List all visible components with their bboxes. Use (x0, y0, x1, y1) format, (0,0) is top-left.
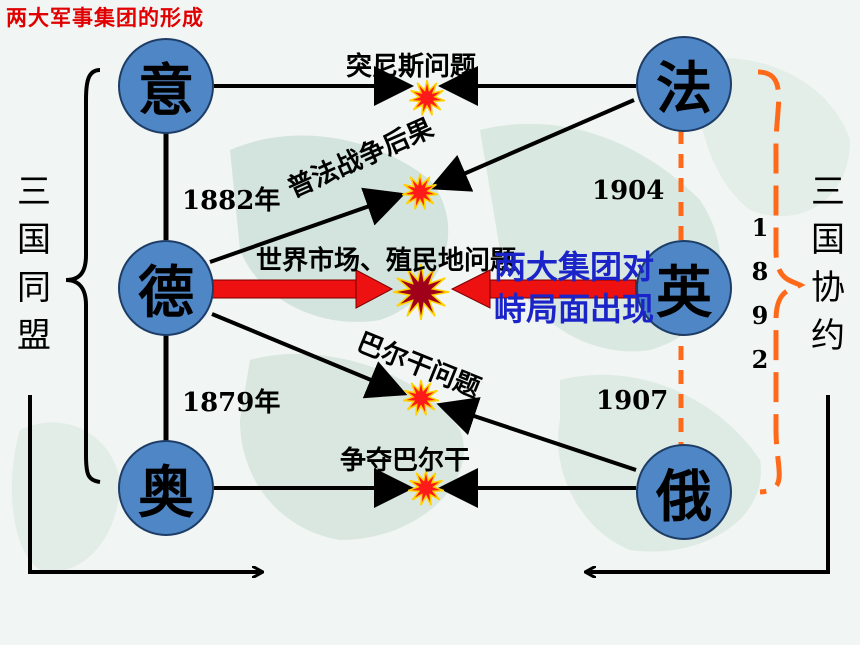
node-britain: 英 (636, 240, 732, 336)
year-1892-digit: 8 (751, 257, 769, 286)
burst-tunisia (408, 79, 446, 116)
node-russia: 俄 (636, 444, 732, 540)
overlay-conclusion: 两大集团对 峙局面出现 (494, 246, 654, 330)
alliance-flow-arrow (28, 395, 262, 572)
year-1879: 1879年 (182, 388, 281, 418)
page-title: 两大军事集团的形成 (6, 6, 204, 30)
year-1892-vertical: 1 8 9 2 (748, 206, 772, 382)
alliance-bracket (65, 68, 101, 484)
entente-char: 约 (811, 316, 845, 356)
alliance-char: 三 (17, 172, 51, 212)
year-1892-digit: 2 (751, 345, 769, 374)
overlay-line-1: 两大集团对 (494, 248, 655, 286)
alliance-char: 盟 (17, 316, 51, 356)
arrow-france-consequence (428, 98, 635, 192)
entente-char: 三 (811, 172, 845, 212)
burst-balkan-issue (402, 379, 440, 416)
node-france: 法 (636, 36, 732, 132)
overlay-line-2: 峙局面出现 (494, 290, 655, 328)
node-austria: 奥 (118, 440, 214, 536)
arrow-germany-balkan (211, 312, 408, 399)
arrow-germany-consequence (209, 187, 406, 264)
burst-contest-balkan (407, 469, 445, 506)
label-contest-balkan: 争夺巴尔干 (340, 446, 471, 476)
node-italy: 意 (118, 38, 214, 134)
label-world-market: 世界市场、殖民地问题 (256, 246, 517, 276)
burst-world-market (392, 263, 450, 321)
entente-char: 国 (811, 220, 845, 260)
entente-bracket (757, 69, 806, 495)
year-1904: 1904 (592, 176, 665, 206)
label-tunisia: 突尼斯问题 (346, 52, 477, 82)
year-1892-digit: 1 (751, 213, 769, 242)
alliance-char: 国 (17, 220, 51, 260)
alliance-char: 同 (17, 268, 51, 308)
entente-flow-arrow (586, 395, 830, 572)
burst-franco-prussian (401, 173, 439, 210)
triple-alliance-label: 三 国 同 盟 (14, 168, 54, 360)
year-1892-digit: 9 (751, 301, 769, 330)
triple-entente-label: 三 国 协 约 (808, 168, 848, 360)
year-1882: 1882年 (182, 186, 281, 216)
arrow-russia-balkan (436, 397, 637, 472)
node-germany: 德 (118, 240, 214, 336)
entente-char: 协 (811, 268, 845, 308)
year-1907: 1907 (596, 386, 669, 416)
